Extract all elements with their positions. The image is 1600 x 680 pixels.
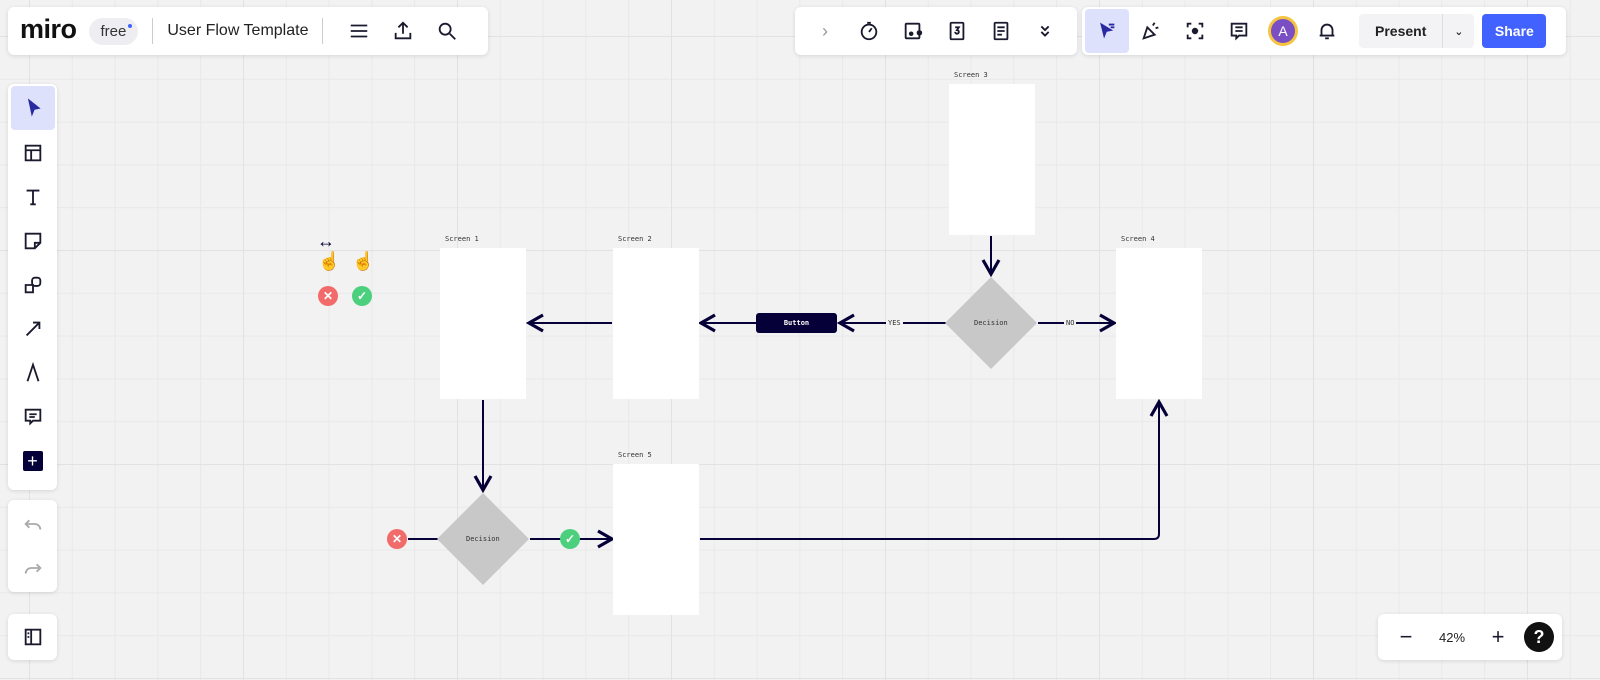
- zoom-in-icon[interactable]: +: [1491, 624, 1505, 649]
- frames-panel-button[interactable]: [8, 614, 57, 660]
- tap-hand-icon[interactable]: ☝: [318, 251, 341, 271]
- bell-icon[interactable]: [1305, 9, 1349, 53]
- celebrate-icon[interactable]: [1129, 9, 1173, 53]
- plan-badge-label: free: [100, 22, 127, 40]
- plan-badge[interactable]: free: [88, 17, 139, 45]
- screen-1-frame[interactable]: [440, 248, 526, 399]
- zoom-level[interactable]: 42%: [1438, 629, 1466, 645]
- help-button[interactable]: ?: [1524, 622, 1554, 652]
- text-tool-icon[interactable]: [11, 175, 55, 219]
- connector: [700, 398, 1169, 540]
- screen-label: Screen 5: [618, 451, 652, 459]
- connector-arrow-icon[interactable]: [11, 307, 55, 351]
- search-icon[interactable]: [425, 9, 469, 53]
- focus-icon[interactable]: [1173, 9, 1217, 53]
- screen-5-frame[interactable]: [613, 464, 699, 615]
- yes-label: YES: [886, 319, 903, 327]
- sticky-note-icon[interactable]: [11, 219, 55, 263]
- undo-icon[interactable]: [11, 502, 55, 546]
- expand-chevron-icon[interactable]: ›: [822, 20, 828, 41]
- select-tool-icon[interactable]: [10, 86, 55, 130]
- templates-icon[interactable]: [11, 131, 55, 175]
- avatar[interactable]: A: [1261, 9, 1305, 53]
- avatar-initial: A: [1278, 23, 1288, 39]
- decision-label: Decision: [974, 319, 1008, 327]
- collab-toolbar: A Present ⌄ Share: [1082, 7, 1566, 55]
- share-label: Share: [1494, 23, 1534, 39]
- divider: [322, 18, 324, 44]
- redo-icon[interactable]: [11, 546, 55, 590]
- button-element-label: Button: [783, 319, 810, 327]
- pen-icon[interactable]: [11, 351, 55, 395]
- no-label: NO: [1064, 319, 1077, 327]
- present-dropdown-chevron-icon[interactable]: ⌄: [1442, 14, 1474, 48]
- success-icon[interactable]: ✓: [560, 529, 580, 549]
- present-label: Present: [1375, 23, 1427, 39]
- more-apps-icon[interactable]: [1023, 9, 1067, 53]
- screen-label: Screen 3: [954, 71, 988, 79]
- success-icon[interactable]: ✓: [352, 286, 372, 306]
- screen-label: Screen 4: [1121, 235, 1155, 243]
- shapes-icon[interactable]: [11, 263, 55, 307]
- comment-icon[interactable]: [11, 395, 55, 439]
- badge-dot: [128, 23, 133, 28]
- menu-icon[interactable]: [337, 9, 381, 53]
- screen-2-frame[interactable]: [613, 248, 699, 399]
- zoom-out-icon[interactable]: −: [1399, 624, 1413, 649]
- screen-3-frame[interactable]: [949, 84, 1035, 235]
- decision-label: Decision: [466, 535, 500, 543]
- comments-list-icon[interactable]: [1217, 9, 1261, 53]
- notes-icon[interactable]: [979, 9, 1023, 53]
- history-panel: [8, 500, 57, 592]
- board-title[interactable]: User Flow Template: [167, 22, 309, 39]
- miro-logo[interactable]: miro: [20, 13, 77, 44]
- button-element[interactable]: Button: [756, 313, 837, 333]
- export-icon[interactable]: [381, 9, 425, 53]
- divider: [152, 18, 154, 44]
- board-header: miro free User Flow Template: [8, 7, 488, 55]
- error-icon[interactable]: ✕: [318, 286, 338, 306]
- voting-icon[interactable]: [935, 9, 979, 53]
- share-button[interactable]: Share: [1482, 14, 1547, 48]
- add-more-icon[interactable]: +: [11, 439, 55, 483]
- error-icon[interactable]: ✕: [387, 529, 407, 549]
- screen-label: Screen 1: [445, 235, 479, 243]
- timer-icon[interactable]: [847, 9, 891, 53]
- sidebar-icon: [11, 615, 55, 659]
- press-hand-icon[interactable]: ☝: [352, 251, 375, 271]
- card-icon[interactable]: [891, 9, 935, 53]
- present-button[interactable]: Present ⌄: [1359, 14, 1475, 48]
- apps-toolbar: ›: [795, 7, 1077, 55]
- tools-panel: +: [8, 84, 57, 490]
- screen-label: Screen 2: [618, 235, 652, 243]
- help-icon: ?: [1533, 626, 1545, 647]
- cursor-select-icon[interactable]: [1085, 9, 1129, 53]
- swipe-arrows-icon[interactable]: ↔: [317, 231, 335, 251]
- screen-4-frame[interactable]: [1116, 248, 1202, 399]
- zoom-panel: − 42% + ?: [1378, 614, 1562, 660]
